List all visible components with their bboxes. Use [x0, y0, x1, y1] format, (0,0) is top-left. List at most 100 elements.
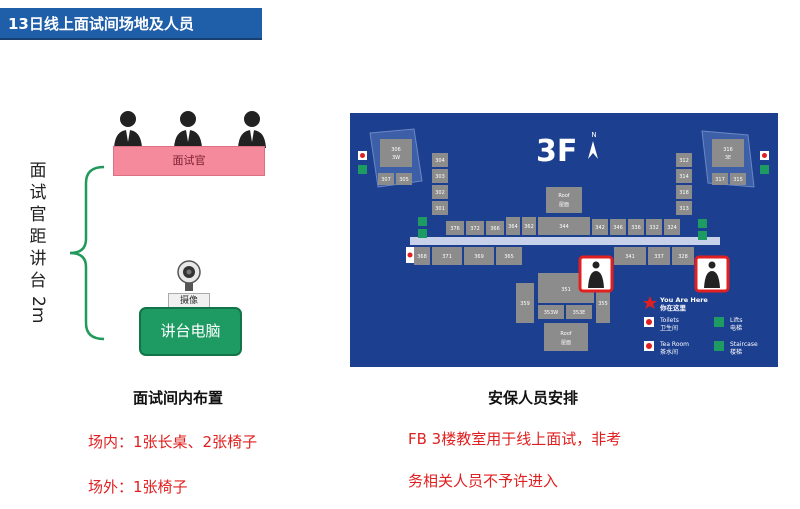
room-302: [432, 185, 448, 199]
podium-computer: 讲台电脑: [139, 307, 242, 356]
room-label: 307: [381, 177, 391, 183]
room-364: [506, 217, 520, 235]
room-376: [446, 221, 464, 235]
room-label: 353E: [573, 310, 586, 316]
floor-label: 3F: [536, 134, 577, 169]
room-307: [378, 173, 394, 185]
room-label: 369: [474, 254, 484, 260]
room-label: 316: [723, 147, 733, 153]
room-313: [676, 201, 692, 215]
interviewer-icon: [114, 111, 142, 148]
room-label: 351: [561, 287, 571, 293]
room-344: [538, 217, 590, 235]
room-label: 376: [450, 226, 460, 232]
room-317: [712, 173, 728, 185]
room-label: 315: [733, 177, 743, 183]
north-label: N: [591, 131, 596, 139]
room-362: [522, 217, 536, 235]
notice-line-1: FB 3楼教室用于线上面试，非考: [408, 430, 622, 448]
room-label: 306: [391, 147, 401, 153]
room-label: 304: [435, 158, 445, 164]
room-label: 318: [679, 190, 689, 196]
room-316: [712, 139, 744, 167]
camera-icon: [177, 260, 201, 291]
lift-icon: [418, 217, 427, 226]
room-label: 365: [504, 254, 514, 260]
room-324: [664, 219, 680, 235]
notice-line-2: 务相关人员不予许进入: [408, 472, 559, 490]
room-label: 328: [678, 254, 688, 260]
legend-lifts: Lifts: [730, 317, 743, 324]
legend-you-are-here-cn: 你在这里: [659, 303, 687, 312]
legend-toilets: Toilets: [659, 317, 679, 324]
room-label: 3E: [725, 155, 731, 161]
room-353e: [566, 305, 592, 319]
room-label: 372: [470, 226, 480, 232]
legend-you-are-here: You Are Here: [659, 296, 708, 304]
room-341: [614, 247, 646, 265]
room-336: [628, 219, 644, 235]
room-304: [432, 153, 448, 167]
room-301: [432, 201, 448, 215]
room-label: 341: [625, 254, 635, 260]
room-372: [466, 221, 484, 235]
room-328: [672, 247, 694, 265]
room-label: 屋面: [559, 202, 569, 208]
you-are-here-icon: [643, 296, 657, 309]
room-label: 362: [524, 224, 534, 230]
room-312: [676, 153, 692, 167]
room-label: 313: [679, 206, 689, 212]
room-314: [676, 169, 692, 183]
legend-staircase: Staircase: [730, 341, 758, 348]
room-355: [596, 283, 610, 323]
interviewer-icon: [174, 111, 202, 148]
room-label: 353W: [544, 310, 559, 316]
legend-staircase-cn: 楼梯: [730, 348, 742, 356]
outside-text: 场外：1张椅子: [88, 478, 188, 496]
room-303: [432, 169, 448, 183]
roof-north: [546, 187, 582, 213]
legend-lifts-cn: 电梯: [730, 324, 742, 332]
roof-south: [544, 323, 588, 351]
room-label: 3W: [392, 155, 400, 161]
room-305: [396, 173, 412, 185]
room-label: 366: [490, 226, 500, 232]
room-332: [646, 219, 662, 235]
staircase-icon: [418, 229, 427, 238]
page-title: 13日线上面试间场地及人员: [0, 8, 262, 40]
room-label: 317: [715, 177, 725, 183]
room-371: [432, 247, 462, 265]
lift-icon: [698, 219, 707, 228]
interviewer-icon: [238, 111, 266, 148]
distance-label-unit: 2m: [28, 296, 48, 324]
legend-tea-room-cn: 茶水间: [660, 348, 678, 356]
room-label: 314: [679, 174, 689, 180]
room-label: Roof: [558, 193, 569, 199]
room-label: 屋面: [561, 340, 571, 346]
room-label: 364: [508, 224, 518, 230]
room-label: 355: [598, 301, 608, 307]
right-caption: 安保人员安排: [488, 389, 579, 407]
distance-label-text: 面试官距讲台: [29, 161, 47, 291]
room-label: 302: [435, 190, 445, 196]
room-318: [676, 185, 692, 199]
room-365: [496, 247, 522, 265]
room-label: 332: [649, 225, 659, 231]
room-306: [380, 139, 412, 167]
room-label: 371: [442, 254, 452, 260]
room-366: [486, 221, 504, 235]
north-arrow-icon: [588, 141, 598, 159]
legend-toilets-cn: 卫生间: [660, 324, 678, 332]
room-353w: [538, 305, 564, 319]
legend-staircase-icon: [714, 341, 724, 351]
staircase-icon: [698, 231, 707, 240]
room-label: 336: [631, 225, 641, 231]
room-359: [516, 283, 534, 323]
room-label: 342: [595, 225, 605, 231]
legend-lift-icon: [714, 317, 724, 327]
room-label: 303: [435, 174, 445, 180]
room-label: 324: [667, 225, 677, 231]
lift-icon: [760, 165, 769, 174]
room-label: 359: [520, 301, 530, 307]
room-369: [464, 247, 494, 265]
